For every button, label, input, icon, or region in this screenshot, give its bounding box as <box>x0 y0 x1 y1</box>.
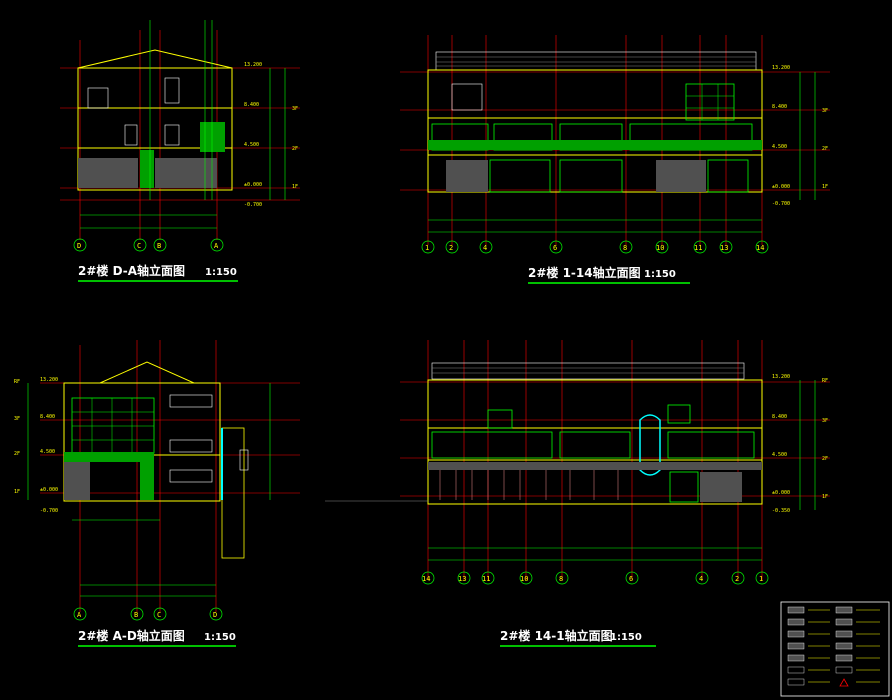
axis-label: B <box>157 242 161 250</box>
floor-tag: 2F <box>292 146 298 152</box>
axis-label: 2 <box>449 244 453 252</box>
legend-box <box>780 601 890 697</box>
floor-tag: 1F <box>14 489 20 495</box>
axis-label: D <box>213 611 217 619</box>
axis-label: B <box>134 611 138 619</box>
floor-tag: 1F <box>822 494 828 500</box>
floor-tag: 2F <box>822 456 828 462</box>
floor-tag: 3F <box>822 418 828 424</box>
drawing-title: 2#楼 1-14轴立面图 <box>528 265 641 280</box>
axis-label: 13 <box>720 244 728 252</box>
axis-label: 1 <box>759 575 763 583</box>
level-label: 4.500 <box>772 452 787 458</box>
level-label: 8.400 <box>244 102 259 108</box>
axis-label: 10 <box>656 244 664 252</box>
floor-tag: 2F <box>822 146 828 152</box>
drawing-scale: 1:150 <box>204 632 236 643</box>
drawing-title: 2#楼 A-D轴立面图 <box>78 628 185 643</box>
drawing-scale: 1:150 <box>205 267 237 278</box>
floor-tag: 3F <box>14 416 20 422</box>
floor-tag: 3F <box>822 108 828 114</box>
level-label: 13.200 <box>772 65 790 71</box>
axis-label: 11 <box>482 575 490 583</box>
drawing-14-1-elevation: 14 13 11 10 8 6 4 2 1 13.200 8.400 4.500… <box>400 340 830 647</box>
level-label: 8.400 <box>40 414 55 420</box>
axis-label: 14 <box>422 575 430 583</box>
level-label: -0.350 <box>772 508 790 514</box>
axis-label: 10 <box>520 575 528 583</box>
level-label: 4.500 <box>244 142 259 148</box>
axis-label: 11 <box>694 244 702 252</box>
axis-label: D <box>77 242 81 250</box>
drawing-ad-elevation: A B C D 13.200 8.400 4.500 ±0.000 -0.700… <box>14 340 300 647</box>
level-label: ±0.000 <box>772 184 790 190</box>
level-label: 13.200 <box>244 62 262 68</box>
axis-label: 6 <box>629 575 633 583</box>
floor-tag: 1F <box>292 184 298 190</box>
axis-label: 1 <box>425 244 429 252</box>
axis-label: 8 <box>559 575 563 583</box>
axis-label: A <box>77 611 82 619</box>
axis-label: 6 <box>553 244 557 252</box>
axis-label: C <box>157 611 161 619</box>
axis-label: A <box>214 242 219 250</box>
level-label: -0.700 <box>772 201 790 207</box>
axis-label: 8 <box>623 244 627 252</box>
floor-tag: 2F <box>14 451 20 457</box>
level-label: ±0.000 <box>40 487 58 493</box>
floor-tag: RF <box>822 378 828 384</box>
level-label: 4.500 <box>40 449 55 455</box>
level-label: 8.400 <box>772 104 787 110</box>
level-label: -0.700 <box>40 508 58 514</box>
axis-label: 4 <box>483 244 487 252</box>
drawing-scale: 1:150 <box>644 269 676 280</box>
axis-label: C <box>137 242 141 250</box>
axis-label: 2 <box>735 575 739 583</box>
floor-tag: RF <box>14 379 20 385</box>
floor-tag: 1F <box>822 184 828 190</box>
level-label: -0.700 <box>244 202 262 208</box>
axis-label: 4 <box>699 575 703 583</box>
level-label: 8.400 <box>772 414 787 420</box>
level-label: ±0.000 <box>244 182 262 188</box>
drawing-scale: 1:150 <box>610 632 642 643</box>
drawing-title: 2#楼 D-A轴立面图 <box>78 263 185 278</box>
level-label: 13.200 <box>40 377 58 383</box>
axis-label: 14 <box>756 244 764 252</box>
drawing-title: 2#楼 14-1轴立面图 <box>500 628 613 643</box>
level-label: ±0.000 <box>772 490 790 496</box>
level-label: 4.500 <box>772 144 787 150</box>
axis-label: 13 <box>458 575 466 583</box>
drawing-da-elevation: D C B A 13.200 8.400 4.500 ±0.000 -0.700… <box>60 20 300 282</box>
level-label: 13.200 <box>772 374 790 380</box>
drawing-1-14-elevation: 1 2 4 6 8 10 11 13 14 13.200 8.400 4.500… <box>400 35 830 284</box>
floor-tag: 3F <box>292 106 298 112</box>
